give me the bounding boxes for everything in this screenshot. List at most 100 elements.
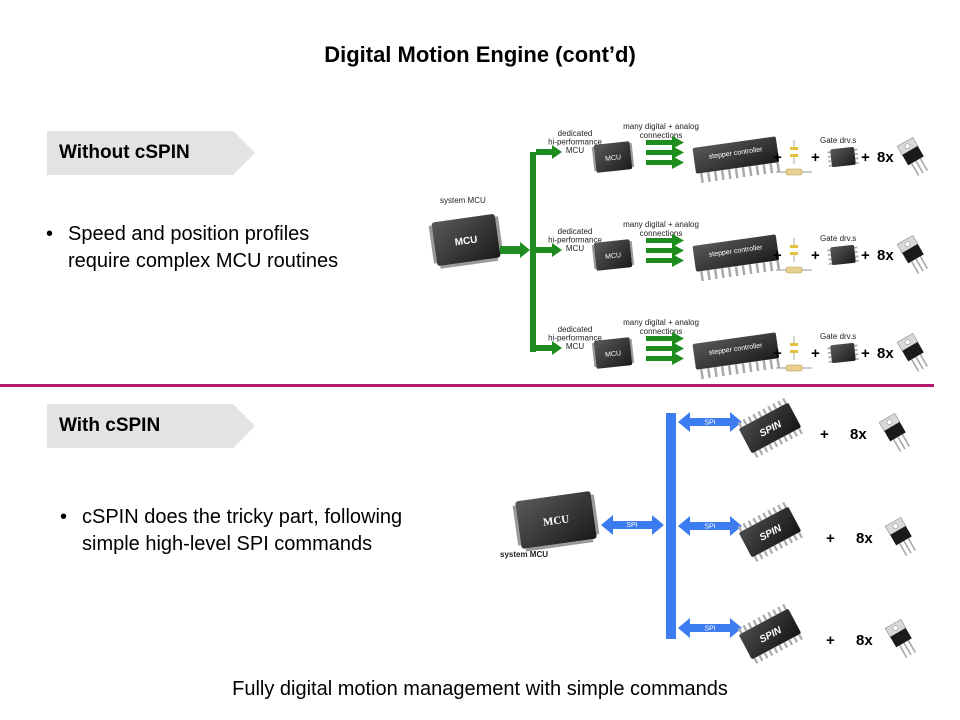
system-mcu-label-2: system MCU [500, 550, 548, 559]
spi-arrow-main: SPI [601, 515, 664, 535]
stepper-controller-chip: stepper controller [692, 136, 781, 184]
dedicated-label-line: MCU [566, 146, 584, 155]
passive-components-icon [776, 140, 812, 176]
banner-with-cspin: With cSPIN [47, 404, 257, 448]
passive-components-icon [776, 336, 812, 372]
bullet-with: • cSPIN does the tricky part, following … [60, 504, 403, 558]
with-row-1: SPI SPIN +8x [678, 397, 911, 458]
gate-driver-chip [827, 244, 859, 266]
banner-without-cspin: Without cSPIN [47, 131, 257, 175]
connections-label-line: many digital + analog [623, 220, 699, 229]
plus-sign: + [811, 247, 820, 264]
chip-label: MCU [454, 234, 478, 248]
multiplier-label: 8x [877, 247, 894, 264]
multiplier-label: 8x [856, 530, 873, 547]
dedicated-mcu-chip: MCU [591, 141, 635, 173]
dedicated-label-line: dedicated [558, 325, 593, 334]
system-mcu-chip: MCU [428, 214, 504, 269]
dedicated-mcu-chip: MCU [591, 239, 635, 271]
multiplier-label: 8x [877, 149, 894, 166]
spi-arrow: SPI [678, 618, 742, 638]
dedicated-label-line: MCU [566, 342, 584, 351]
banner-shape [47, 404, 255, 448]
system-mcu-chip-2: MCU [512, 491, 600, 552]
spi-label: SPI [704, 420, 715, 427]
stepper-controller-chip: stepper controller [692, 332, 781, 380]
power-transistor-icon [896, 234, 929, 274]
bullet-line-2: simple high-level SPI commands [82, 533, 373, 555]
gate-driver-chip [827, 342, 859, 364]
multiplier-label: 8x [877, 345, 894, 362]
plus-sign: + [773, 345, 782, 362]
bullet-line-2: require complex MCU routines [68, 250, 339, 272]
passive-components-icon [776, 238, 812, 274]
connections-label-line: connections [640, 131, 683, 140]
banner-label: With cSPIN [59, 415, 161, 436]
power-transistor-icon [884, 618, 917, 658]
plus-sign: + [861, 345, 870, 362]
spi-arrow: SPI [678, 516, 742, 536]
chip-label: MCU [605, 350, 622, 359]
green-multi-arrows [646, 234, 684, 267]
connections-label-line: many digital + analog [623, 122, 699, 131]
dedicated-label-line: hi-performance [548, 138, 602, 147]
green-arrow-branch [536, 243, 562, 257]
chip-label: MCU [542, 513, 570, 529]
gate-driver-label: Gate drv.s [820, 332, 856, 341]
plus-sign: + [820, 426, 829, 443]
power-transistor-icon [896, 332, 929, 372]
plus-sign: + [826, 632, 835, 649]
banner-shape [47, 131, 255, 175]
dedicated-mcu-chip: MCU [591, 337, 635, 369]
power-transistor-icon [884, 516, 917, 556]
cspin-chip: SPIN [737, 603, 803, 664]
green-arrow-branch [536, 341, 562, 355]
dedicated-label-line: dedicated [558, 129, 593, 138]
multiplier-label: 8x [850, 426, 867, 443]
plus-sign: + [811, 345, 820, 362]
system-mcu-label: system MCU [440, 196, 486, 205]
chip-label: MCU [605, 154, 622, 163]
bullet-dot: • [60, 506, 68, 528]
dedicated-label-line: dedicated [558, 227, 593, 236]
footer-caption: Fully digital motion management with sim… [232, 678, 728, 700]
green-arrow-branch [536, 145, 562, 159]
multiplier-label: 8x [856, 632, 873, 649]
plus-sign: + [811, 149, 820, 166]
plus-sign: + [773, 247, 782, 264]
green-multi-arrows [646, 332, 684, 365]
gate-driver-chip [827, 146, 859, 168]
green-arrow-system [500, 242, 530, 258]
plus-sign: + [773, 149, 782, 166]
spi-label: SPI [704, 524, 715, 531]
gate-driver-label: Gate drv.s [820, 136, 856, 145]
green-bus [530, 152, 536, 352]
power-transistor-icon [878, 412, 911, 452]
plus-sign: + [861, 149, 870, 166]
plus-sign: + [826, 530, 835, 547]
with-row-3: SPI SPIN +8x [678, 603, 917, 664]
banner-label: Without cSPIN [59, 142, 190, 163]
stepper-controller-chip: stepper controller [692, 234, 781, 282]
page-title: Digital Motion Engine (cont’d) [324, 42, 636, 67]
blue-bus [666, 413, 676, 639]
spi-label: SPI [704, 626, 715, 633]
bullet-line-1: cSPIN does the tricky part, following [82, 506, 403, 528]
dedicated-label-line: hi-performance [548, 334, 602, 343]
dedicated-label-line: hi-performance [548, 236, 602, 245]
spi-label: SPI [626, 522, 637, 529]
with-row-2: SPI SPIN +8x [678, 501, 917, 562]
cspin-chip: SPIN [737, 397, 803, 458]
cspin-chip: SPIN [737, 501, 803, 562]
bullet-line-1: Speed and position profiles [68, 223, 310, 245]
connections-label-line: connections [640, 229, 683, 238]
